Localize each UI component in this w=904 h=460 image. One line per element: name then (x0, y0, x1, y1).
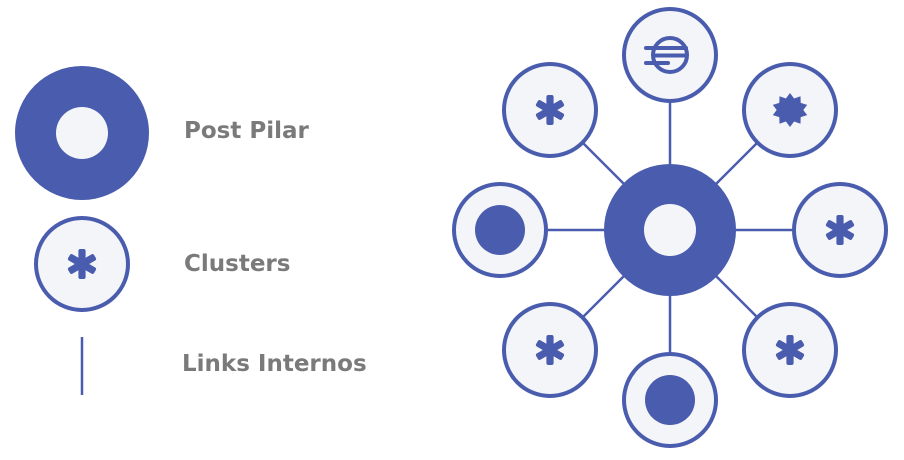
badge-burst-icon (772, 93, 808, 127)
cluster-node-bottom (622, 352, 718, 448)
legend-links-label: Links Internos (182, 351, 367, 377)
legend-cluster-label: Clusters (184, 251, 291, 277)
filled-dot-icon (475, 205, 525, 255)
legend-pillar-icon (15, 66, 149, 200)
cluster-node-top-left (502, 62, 598, 158)
legend-cluster-icon (34, 216, 130, 312)
cluster-node-right (792, 182, 888, 278)
filled-dot-icon (645, 375, 695, 425)
legend-pillar-label: Post Pilar (184, 118, 309, 144)
cluster-node-bottom-left (502, 302, 598, 398)
hamburger-lines-icon (644, 36, 689, 74)
pillar-post-node (604, 164, 736, 296)
cluster-node-left (452, 182, 548, 278)
cluster-node-bottom-right (742, 302, 838, 398)
legend (15, 66, 149, 395)
cluster-node-top (622, 7, 718, 103)
cluster-node-top-right (742, 62, 838, 158)
